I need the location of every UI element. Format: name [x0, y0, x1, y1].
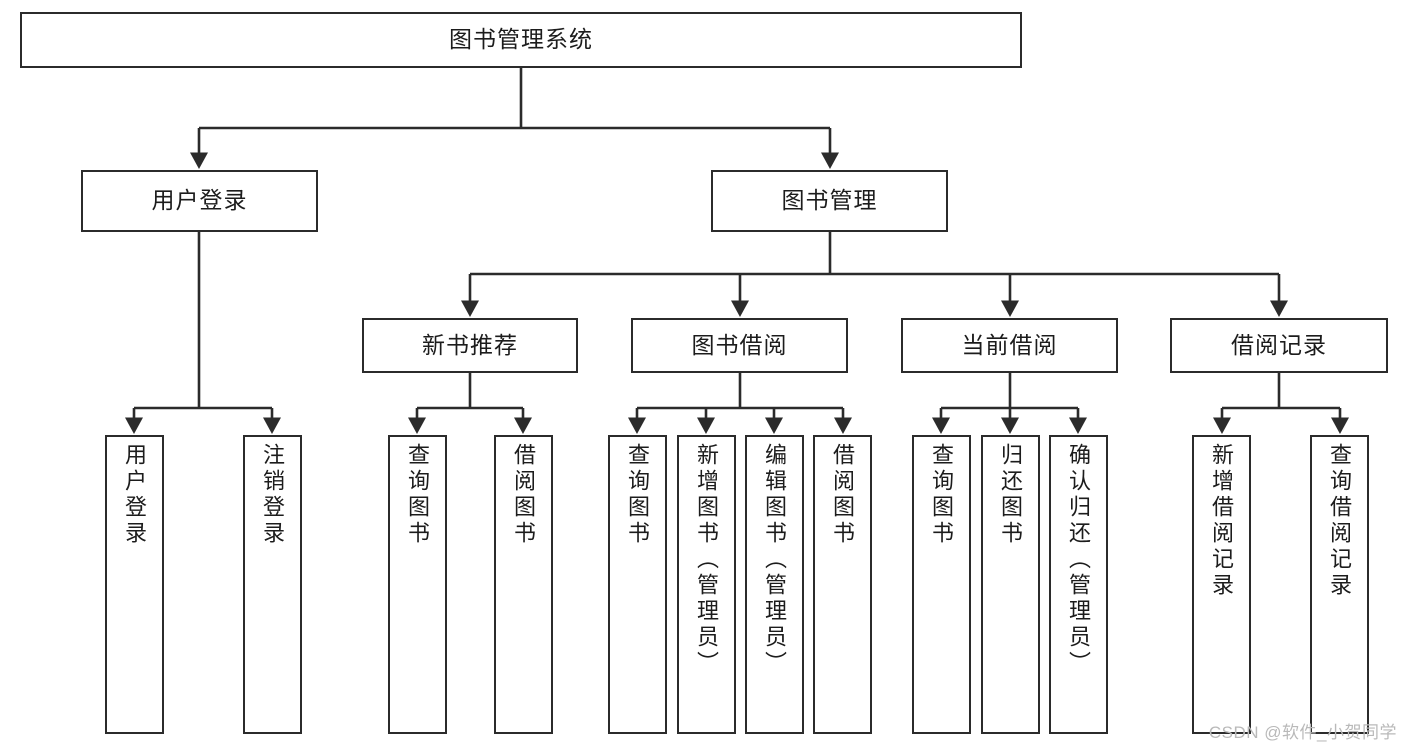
- node-book-manage[interactable]: 图书管理: [711, 170, 948, 232]
- node-label: 图书管理: [781, 187, 878, 214]
- node-label: 借阅图书: [830, 443, 856, 547]
- leaf-user-login[interactable]: 用户登录: [105, 435, 164, 734]
- leaf-query-book-3[interactable]: 查询图书: [912, 435, 971, 734]
- node-label: 新增借阅记录: [1209, 443, 1235, 599]
- node-label: 借阅记录: [1231, 331, 1327, 358]
- leaf-borrow-book-2[interactable]: 借阅图书: [813, 435, 872, 734]
- node-borrow-record[interactable]: 借阅记录: [1170, 318, 1388, 373]
- node-book-borrow[interactable]: 图书借阅: [631, 318, 848, 373]
- leaf-add-record[interactable]: 新增借阅记录: [1192, 435, 1251, 734]
- node-label: 用户登录: [151, 187, 248, 214]
- node-label: 新书推荐: [422, 331, 518, 358]
- node-label: 注销登录: [260, 443, 286, 547]
- node-label: 编辑图书（管理员）: [762, 443, 788, 677]
- leaf-logout-login[interactable]: 注销登录: [243, 435, 302, 734]
- node-label: 归还图书: [998, 443, 1024, 547]
- leaf-borrow-book-1[interactable]: 借阅图书: [494, 435, 553, 734]
- node-label: 当前借阅: [961, 331, 1058, 358]
- node-label: 确认归还（管理员）: [1066, 443, 1092, 677]
- node-label: 图书管理系统: [449, 26, 593, 53]
- node-current-borrow[interactable]: 当前借阅: [901, 318, 1118, 373]
- leaf-query-record[interactable]: 查询借阅记录: [1310, 435, 1369, 734]
- watermark-text: CSDN @软件_小贺同学: [1208, 723, 1397, 742]
- node-label: 查询借阅记录: [1327, 443, 1353, 599]
- node-label: 查询图书: [625, 443, 651, 547]
- leaf-add-book[interactable]: 新增图书（管理员）: [677, 435, 736, 734]
- leaf-query-book-2[interactable]: 查询图书: [608, 435, 667, 734]
- node-label: 新增图书（管理员）: [694, 443, 720, 677]
- leaf-confirm-return[interactable]: 确认归还（管理员）: [1049, 435, 1108, 734]
- node-label: 用户登录: [122, 443, 148, 547]
- leaf-return-book[interactable]: 归还图书: [981, 435, 1040, 734]
- node-label: 借阅图书: [511, 443, 537, 547]
- leaf-edit-book[interactable]: 编辑图书（管理员）: [745, 435, 804, 734]
- node-label: 图书借阅: [691, 331, 788, 358]
- leaf-query-book-1[interactable]: 查询图书: [388, 435, 447, 734]
- node-label: 查询图书: [405, 443, 431, 547]
- node-new-book-recommend[interactable]: 新书推荐: [362, 318, 578, 373]
- node-label: 查询图书: [929, 443, 955, 547]
- node-user-login[interactable]: 用户登录: [81, 170, 318, 232]
- node-root-system[interactable]: 图书管理系统: [20, 12, 1022, 68]
